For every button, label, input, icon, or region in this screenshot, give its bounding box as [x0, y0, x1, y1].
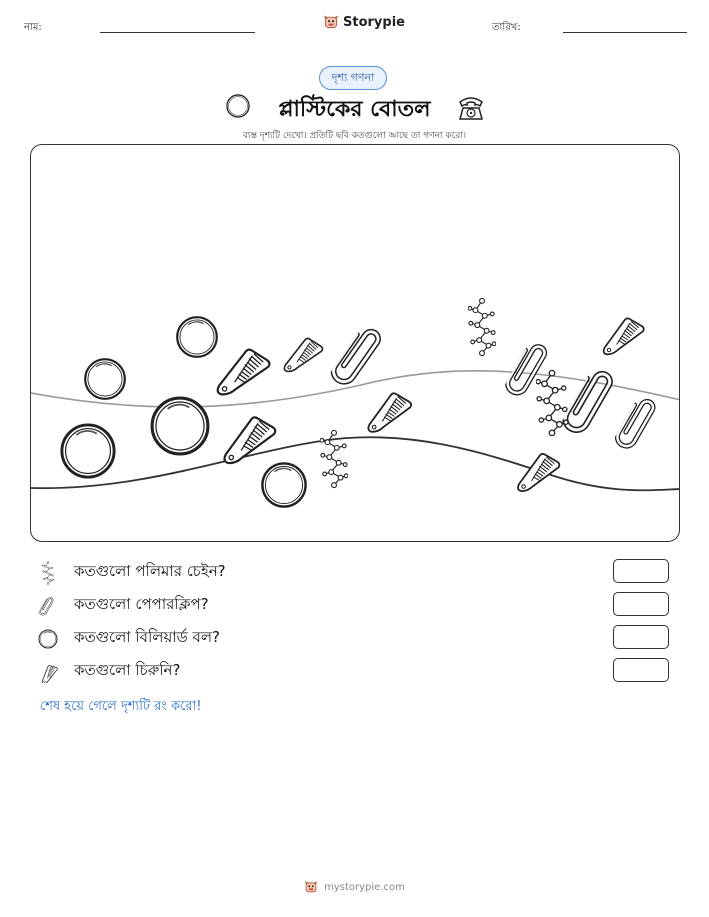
comb-icon [38, 661, 58, 683]
question-text: কতগুলো চিরুনি? [74, 661, 181, 679]
comb [275, 332, 327, 376]
paperclip [614, 396, 655, 449]
question-row: কতগুলো পেপারক্লিপ? [38, 593, 209, 618]
question-text: কতগুলো পেপারক্লিপ? [74, 595, 209, 613]
page-title: প্লাস্টিকের বোতল [278, 97, 431, 122]
question-row: কতগুলো পলিমার চেইন? [38, 560, 226, 585]
counting-scene [30, 144, 680, 542]
billiard-ball [150, 396, 210, 456]
paperclip [504, 341, 546, 396]
comb [507, 447, 564, 496]
comb [593, 312, 649, 359]
polymer-chain-icon [38, 560, 58, 585]
polymer-chain [536, 369, 568, 437]
answer-box[interactable] [613, 625, 669, 649]
paperclip-icon [38, 594, 58, 617]
question-row: কতগুলো চিরুনি? [38, 659, 180, 684]
category-tag: দৃশ্য গণনা [319, 66, 387, 90]
name-line[interactable] [100, 32, 255, 33]
footer-url[interactable]: mystorypie.com [324, 881, 405, 893]
wave-line-top [31, 370, 679, 408]
polymer-chain [468, 297, 496, 357]
billiard-ball [60, 423, 116, 479]
question-text: কতগুলো বিলিয়ার্ড বল? [74, 628, 220, 646]
date-label: তারিখ: [492, 22, 521, 33]
mascot-icon [304, 880, 318, 893]
billiard-ball-icon [38, 628, 58, 650]
footer: mystorypie.com [0, 880, 709, 894]
question-row: কতগুলো বিলিয়ার্ড বল? [38, 626, 220, 651]
instruction-text: ব্যস্ত দৃশ্যটি দেখো। প্রতিটি ছবি কতগুলো … [242, 131, 467, 141]
comb [211, 409, 281, 469]
billiard-ball-title-icon [226, 94, 250, 118]
name-label: নাম: [24, 22, 42, 33]
comb [205, 342, 275, 400]
billiard-ball [84, 358, 126, 400]
brand-name: Storypie [343, 14, 405, 30]
question-text: কতগুলো পলিমার চেইন? [74, 562, 226, 580]
finish-instruction: শেষ হয়ে গেলে দৃশ্যটি রং করো! [40, 699, 202, 714]
answer-box[interactable] [613, 658, 669, 682]
paperclip [329, 325, 380, 386]
wave-line-bottom [31, 436, 679, 492]
date-line[interactable] [563, 32, 687, 33]
answer-box[interactable] [613, 559, 669, 583]
telephone-icon [456, 92, 486, 122]
mascot-icon [323, 14, 339, 30]
billiard-ball [261, 462, 307, 508]
brand-logo: Storypie [323, 14, 405, 30]
comb [357, 386, 416, 436]
billiard-ball [176, 316, 218, 358]
answer-box[interactable] [613, 592, 669, 616]
